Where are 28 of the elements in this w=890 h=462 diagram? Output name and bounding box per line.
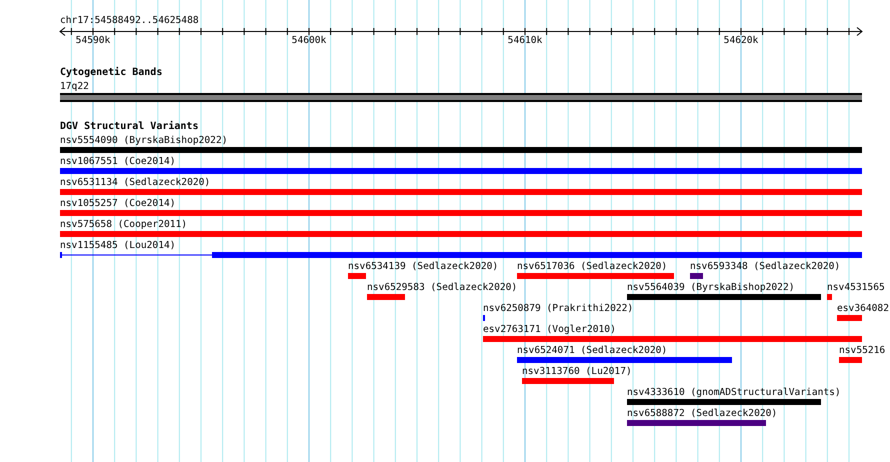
coordinate-label: chr17:54588492..54625488	[60, 15, 199, 26]
variant-label: nsv6593348 (Sedlazeck2020)	[690, 261, 840, 272]
track-title: Cytogenetic Bands	[60, 67, 162, 78]
tick-label: 54610k	[508, 35, 542, 46]
variant-label: nsv6529583 (Sedlazeck2020)	[367, 282, 518, 293]
variant-label: nsv55216	[839, 345, 886, 356]
variant-label: esv2763171 (Vogler2010)	[483, 324, 616, 335]
tick-label: 54600k	[292, 35, 326, 46]
variant-label: nsv6250879 (Prakrithi2022)	[483, 303, 634, 314]
variant-label: nsv575658 (Cooper2011)	[60, 219, 188, 230]
variant-label: nsv3113760 (Lu2017)	[522, 366, 632, 377]
variant-label: nsv6588872 (Sedlazeck2020)	[627, 408, 778, 419]
variant-label: nsv6531134 (Sedlazeck2020)	[60, 177, 210, 188]
track-title: DGV Structural Variants	[60, 121, 198, 132]
variant-label: nsv1055257 (Coe2014)	[60, 198, 176, 209]
variant-label: nsv5554090 (ByrskaBishop2022)	[60, 135, 228, 146]
variant-label: nsv6524071 (Sedlazeck2020)	[517, 345, 668, 356]
variant-label: nsv5564039 (ByrskaBishop2022)	[627, 282, 795, 293]
tick-label: 54620k	[724, 35, 758, 46]
variant-label: nsv6534139 (Sedlazeck2020)	[348, 261, 498, 272]
variant-label: nsv4531565	[827, 282, 885, 293]
variant-label: nsv1067551 (Coe2014)	[60, 156, 176, 167]
tick-label: 54590k	[76, 35, 110, 46]
variant-label: nsv1155485 (Lou2014)	[60, 240, 176, 251]
band-label: 17q22	[60, 81, 89, 92]
variant-label: nsv4333610 (gnomADStructuralVariants)	[627, 387, 841, 398]
variant-label: esv364082	[837, 303, 889, 314]
variant-label: nsv6517036 (Sedlazeck2020)	[517, 261, 668, 272]
